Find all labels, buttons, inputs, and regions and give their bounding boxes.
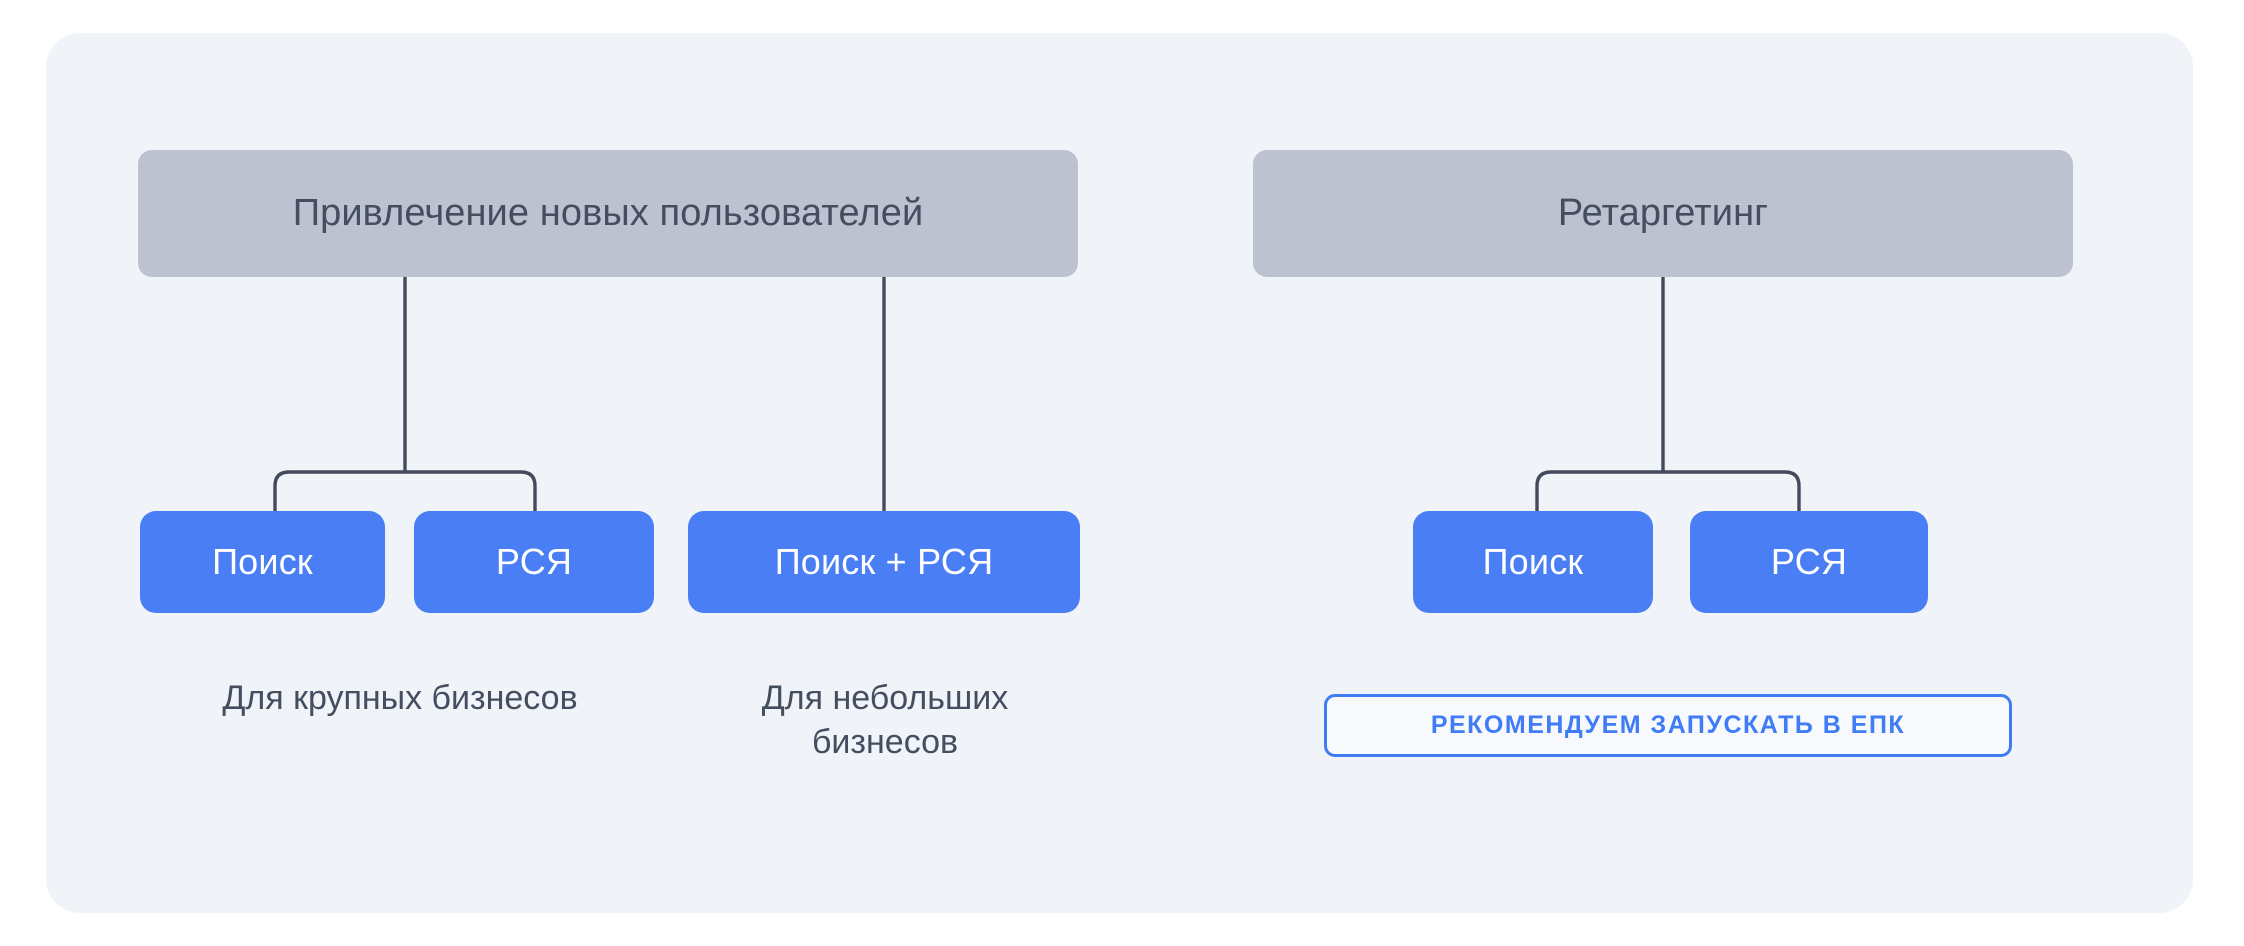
channel-button-retargeting-search[interactable]: Поиск: [1413, 511, 1653, 613]
channel-button-acquisition-rsya[interactable]: РСЯ: [414, 511, 654, 613]
group-header-acquisition: Привлечение новых пользователей: [138, 150, 1078, 277]
channel-button-acquisition-search-plus-rsya-label: Поиск + РСЯ: [774, 541, 994, 582]
group-header-retargeting: Ретаргетинг: [1253, 150, 2073, 277]
channel-button-retargeting-search-label: Поиск: [1482, 541, 1584, 582]
group-header-acquisition-label: Привлечение новых пользователей: [292, 191, 924, 234]
channel-button-acquisition-search-plus-rsya[interactable]: Поиск + РСЯ: [688, 511, 1080, 613]
caption-small-business: Для небольших бизнесов: [761, 679, 1009, 761]
recommendation-badge-label: РЕКОМЕНДУЕМ ЗАПУСКАТЬ В ЕПК: [1430, 711, 1906, 739]
channel-button-acquisition-search[interactable]: Поиск: [140, 511, 385, 613]
channel-button-retargeting-rsya-label: РСЯ: [1770, 541, 1848, 582]
channel-button-acquisition-search-label: Поиск: [212, 541, 313, 582]
group-header-retargeting-label: Ретаргетинг: [1557, 191, 1769, 234]
channel-button-retargeting-rsya[interactable]: РСЯ: [1690, 511, 1928, 613]
caption-large-business: Для крупных бизнесов: [222, 679, 578, 717]
channel-button-acquisition-rsya-label: РСЯ: [495, 541, 573, 582]
recommendation-badge[interactable]: РЕКОМЕНДУЕМ ЗАПУСКАТЬ В ЕПК: [1324, 694, 2012, 757]
